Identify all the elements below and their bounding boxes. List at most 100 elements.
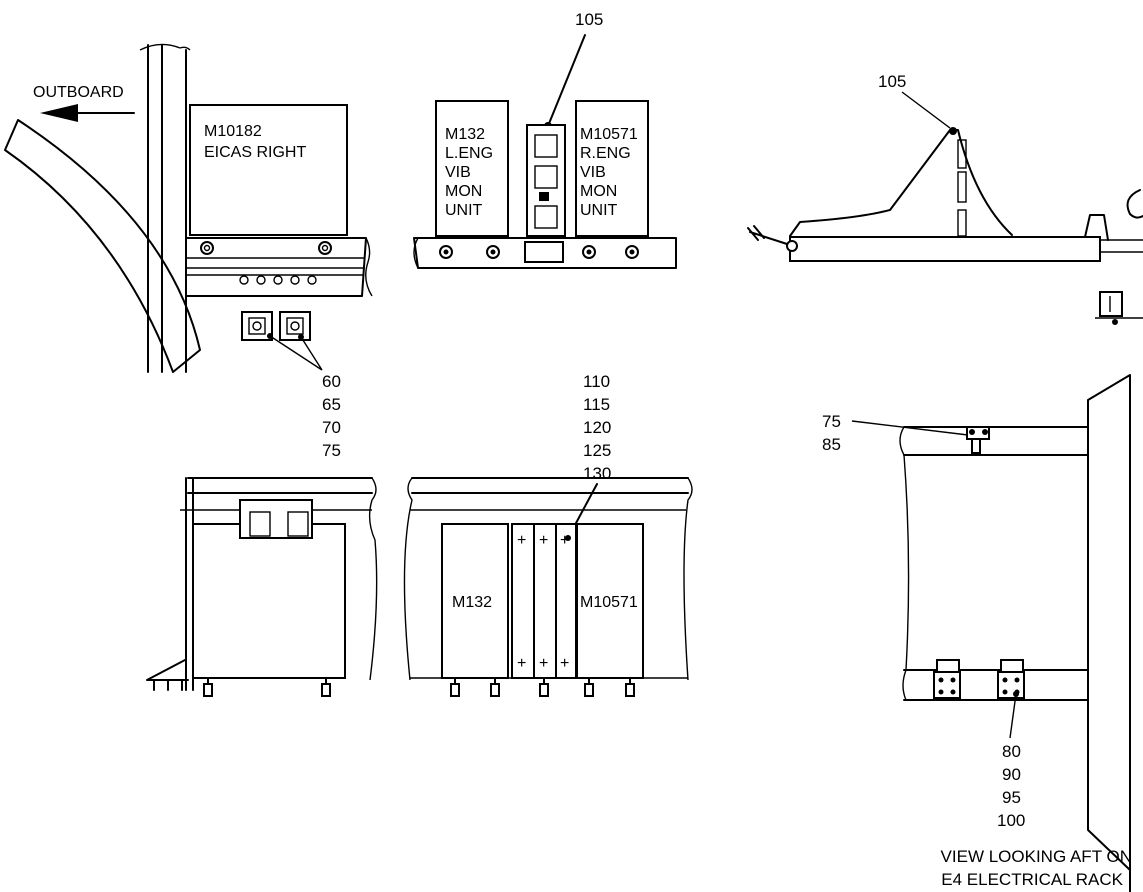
right-vib-front-label: M10571 — [580, 594, 638, 611]
eicas-unit-box — [189, 104, 348, 236]
clamp-connector — [279, 311, 311, 341]
leader-line — [851, 420, 969, 436]
callout-125: 125 — [583, 441, 611, 460]
rail-break — [899, 426, 910, 701]
foot — [203, 677, 213, 697]
caption-line-2: E4 ELECTRICAL RACK — [941, 870, 1123, 889]
rail-break — [365, 237, 373, 297]
bracket-clip — [239, 499, 313, 539]
left-vib-unit-id: M132 — [445, 126, 485, 143]
callout-80: 80 — [1002, 742, 1021, 761]
rail-bolts — [439, 245, 639, 259]
left-vib-line: L.ENG — [445, 145, 493, 162]
rail-break — [368, 477, 378, 681]
right-vib-line: MON — [580, 183, 617, 200]
left-vib-line: MON — [445, 183, 482, 200]
right-vib-line: VIB — [580, 164, 606, 181]
callout-115: 115 — [583, 395, 610, 414]
outboard-arrow-icon — [40, 104, 135, 122]
right-vib-unit-box — [575, 100, 649, 237]
top-rail — [187, 477, 373, 494]
left-vib-line: VIB — [445, 164, 471, 181]
rail-break — [403, 477, 413, 681]
left-vib-line: UNIT — [445, 202, 483, 219]
callout-130: 130 — [583, 464, 611, 483]
leader-line — [901, 91, 951, 129]
eicas-unit-id: M10182 — [204, 123, 262, 140]
callout-105-leader — [547, 34, 586, 127]
right-vib-unit-id: M10571 — [580, 126, 638, 143]
bracket-profile — [789, 129, 1013, 237]
view-bottom-right: 75 85 — [822, 374, 1131, 892]
rail-holes — [239, 275, 317, 285]
left-vib-front-label: M132 — [452, 594, 492, 611]
unit-bottom-box — [192, 523, 346, 679]
callout-105-side: 105 — [878, 72, 906, 91]
corner-strut — [146, 659, 189, 691]
callout-65: 65 — [322, 395, 341, 414]
svg-text:+: + — [517, 655, 526, 672]
top-fastener — [966, 426, 990, 454]
view-bottom-left — [146, 477, 378, 697]
rack-rail — [185, 237, 367, 297]
view-bottom-middle: M132 + + + + + + M10571 — [403, 477, 693, 697]
bolt-inner — [321, 244, 329, 252]
shelf-base — [789, 236, 1101, 262]
shelf-stub — [1100, 239, 1143, 253]
curved-strut — [4, 119, 201, 373]
bolt — [318, 241, 332, 255]
top-rail — [903, 426, 1089, 456]
bracket-slot — [249, 511, 271, 537]
view-top-right: 105 — [747, 72, 1143, 325]
knob-screw — [747, 225, 788, 245]
callout-110: 110 — [583, 372, 610, 391]
post-break — [139, 43, 191, 51]
leader-line — [1009, 693, 1017, 739]
callout-60: 60 — [322, 372, 341, 391]
leader-line — [269, 335, 323, 371]
center-strips: + + + + + + — [511, 523, 577, 679]
center-plate — [524, 241, 564, 263]
view-caption: VIEW LOOKING AFT ON E4 ELECTRICAL RACK — [941, 847, 1132, 889]
hinge — [786, 240, 798, 252]
rack-rail — [413, 237, 677, 269]
callout-90: 90 — [1002, 765, 1021, 784]
bolt — [200, 241, 214, 255]
view-top-middle: 105 M132 L.ENG VIB MON UNIT M10571 R.ENG… — [413, 10, 677, 269]
callout-85: 85 — [822, 435, 841, 454]
center-module — [526, 124, 566, 237]
left-vib-unit-box — [435, 100, 509, 237]
feet — [450, 677, 635, 697]
bottom-rail — [903, 669, 1089, 701]
shelf-end — [1084, 214, 1109, 241]
view-top-left: OUTBOARD M10182 EICAS RIGHT — [4, 43, 373, 373]
bottom-fastener — [933, 659, 961, 699]
right-vib-unit-front — [576, 523, 644, 679]
svg-text:+: + — [560, 655, 569, 672]
svg-text:+: + — [539, 532, 548, 549]
bolt-inner — [203, 244, 211, 252]
top-rail — [411, 477, 689, 494]
svg-text:+: + — [539, 655, 548, 672]
bracket-slot — [287, 511, 309, 537]
c-hook — [1126, 189, 1143, 219]
callout-group-110: 110 115 120 125 130 — [567, 372, 611, 539]
outboard-label: OUTBOARD — [33, 84, 124, 101]
rail-lines — [186, 257, 364, 276]
bottom-fastener — [997, 659, 1025, 699]
caption-line-1: VIEW LOOKING AFT ON — [941, 847, 1132, 866]
callout-70: 70 — [322, 418, 341, 437]
callout-group-60: 60 65 70 75 — [322, 372, 341, 460]
right-vib-line: R.ENG — [580, 145, 631, 162]
clamp-connector — [241, 311, 273, 341]
callout-group-80: 80 90 95 100 — [997, 742, 1025, 830]
callout-105-top: 105 — [575, 10, 603, 29]
eicas-unit-name: EICAS RIGHT — [204, 144, 306, 161]
foot — [321, 677, 331, 697]
rail-break — [413, 237, 419, 269]
right-vib-line: UNIT — [580, 202, 618, 219]
callout-95: 95 — [1002, 788, 1021, 807]
svg-text:+: + — [517, 532, 526, 549]
